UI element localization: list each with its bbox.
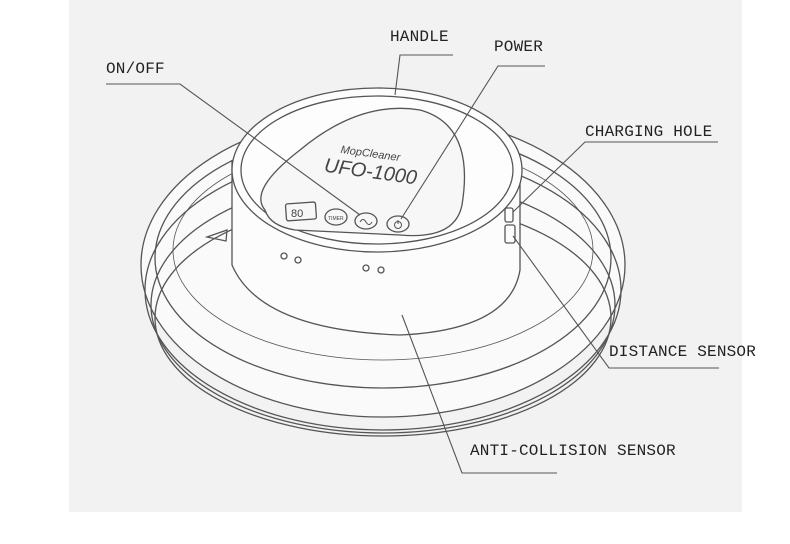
power-button xyxy=(386,215,410,233)
leader-distance xyxy=(512,235,719,369)
leader-lines xyxy=(106,54,719,474)
direction-arrow-icon xyxy=(204,229,228,242)
handle-panel xyxy=(260,107,466,237)
leader-handle xyxy=(394,54,453,96)
label-on-off: ON/OFF xyxy=(106,60,165,78)
charging-port xyxy=(504,207,516,244)
side-sensor-holes xyxy=(280,252,385,274)
leader-power xyxy=(400,65,545,220)
label-handle: HANDLE xyxy=(390,28,449,46)
leader-onoff xyxy=(106,83,361,216)
label-anti-collision-sensor: ANTI-COLLISION SENSOR xyxy=(470,442,676,460)
leader-anticoll xyxy=(401,314,557,474)
mode-icon xyxy=(359,219,373,225)
leader-charging xyxy=(512,141,718,213)
mode-button xyxy=(354,212,378,230)
timer-button-label: TIMER xyxy=(328,216,344,222)
label-power: POWER xyxy=(494,38,544,56)
display-digits: 80 xyxy=(291,208,303,220)
label-charging-hole: CHARGING HOLE xyxy=(585,123,713,141)
power-icon xyxy=(394,220,402,229)
timer-button xyxy=(324,208,348,226)
label-distance-sensor: DISTANCE SENSOR xyxy=(609,343,757,361)
display-panel xyxy=(284,201,318,222)
